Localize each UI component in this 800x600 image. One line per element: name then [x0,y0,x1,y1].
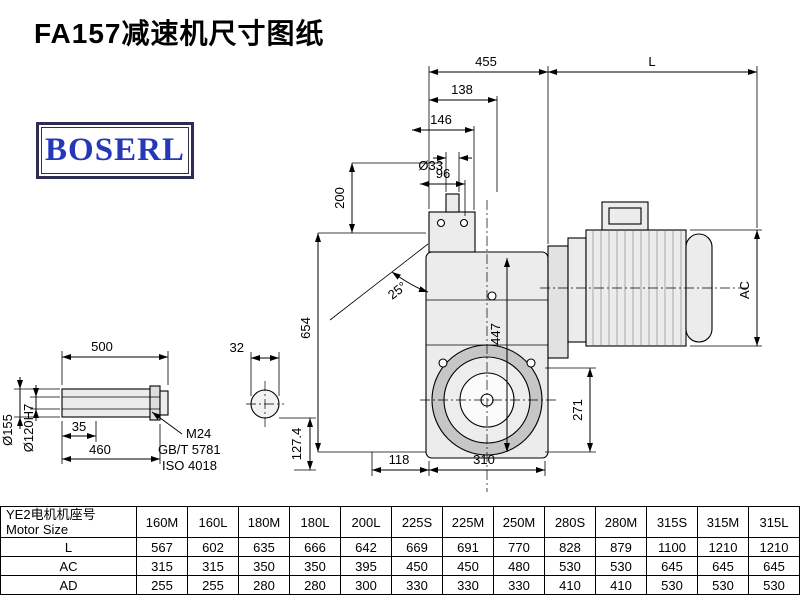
dimension-cell: 330 [442,575,494,595]
motor-size-column-header: 225S [391,506,443,538]
dimension-cell: 315 [136,556,188,576]
dim-35-label: 35 [72,419,86,434]
thread-iso-label: ISO 4018 [162,458,217,473]
dimension-cell: 330 [391,575,443,595]
motor-size-column-header: 280M [595,506,647,538]
dimension-cell: 530 [748,575,800,595]
dim-455-label: 455 [475,54,497,69]
dim-146-label: 146 [430,112,452,127]
dim-d120-label: Ø120H7 [21,404,36,452]
boserl-logo: BOSERL [36,122,194,179]
dim-AC-label: AC [737,281,752,299]
dimension-cell: 530 [697,575,749,595]
dimension-cell: 770 [493,537,545,557]
motor-size-column-header: 315S [646,506,698,538]
dimension-cell: 530 [646,575,698,595]
motor-size-column-header: 315M [697,506,749,538]
dimension-cell: 669 [391,537,443,557]
dimension-cell: 255 [136,575,188,595]
dimension-cell: 1210 [697,537,749,557]
row-label: AC [0,556,137,576]
motor-view [540,201,750,359]
dim-L-label: L [648,54,655,69]
dim-118-label: 118 [389,452,410,467]
dimension-cell: 330 [493,575,545,595]
dim-654-label: 654 [298,317,313,339]
dimension-cell: 1100 [646,537,698,557]
dim-310-label: 310 [473,452,495,467]
motor-size-header: YE2电机机座号 Motor Size [0,506,137,538]
dim-460-label: 460 [89,442,111,457]
dimension-lines: 455 L 138 146 Ø33 96 200 2 [0,54,762,476]
dim-200-label: 200 [332,187,347,209]
dimension-cell: 450 [391,556,443,576]
header-en: Motor Size [6,522,69,537]
dimension-cell: 395 [340,556,392,576]
dimension-cell: 642 [340,537,392,557]
output-shaft-view [61,385,169,421]
dimension-cell: 666 [289,537,341,557]
page-title: FA157减速机尺寸图纸 [34,18,325,49]
dimension-cell: 350 [238,556,290,576]
dimension-cell: 645 [646,556,698,576]
dim-138-label: 138 [451,82,473,97]
motor-size-column-header: 250M [493,506,545,538]
dim-447-label: 447 [488,323,503,345]
dim-96-label: 96 [436,166,450,181]
dimension-cell: 480 [493,556,545,576]
row-label: AD [0,575,137,595]
dimension-cell: 567 [136,537,188,557]
dimension-cell: 450 [442,556,494,576]
dimension-cell: 635 [238,537,290,557]
dimension-cell: 300 [340,575,392,595]
dim-271-label: 271 [570,399,585,421]
dimension-cell: 645 [748,556,800,576]
row-label: L [0,537,137,557]
technical-drawing: 455 L 138 146 Ø33 96 200 2 [0,54,762,492]
motor-size-column-header: 315L [748,506,800,538]
header-cn: YE2电机机座号 [6,507,96,523]
dimension-cell: 530 [544,556,596,576]
thread-m24-label: M24 [186,426,211,441]
motor-size-column-header: 160L [187,506,239,538]
motor-size-column-header: 180M [238,506,290,538]
dimension-cell: 315 [187,556,239,576]
motor-size-column-header: 280S [544,506,596,538]
dimension-cell: 602 [187,537,239,557]
dimension-cell: 691 [442,537,494,557]
dimension-cell: 530 [595,556,647,576]
dim-d33-label: Ø33 [418,158,443,173]
dimension-cell: 410 [544,575,596,595]
dimension-cell: 828 [544,537,596,557]
dim-500-label: 500 [91,339,113,354]
dimension-cell: 645 [697,556,749,576]
dim-25deg-label: 25° [385,278,410,302]
dim-127-4-label: 127.4 [289,428,304,461]
dimension-cell: 350 [289,556,341,576]
dimension-cell: 280 [238,575,290,595]
shaft-section-view [246,381,284,427]
logo-text: BOSERL [45,132,185,168]
motor-size-column-header: 160M [136,506,188,538]
thread-gbt-label: GB/T 5781 [158,442,221,457]
motor-size-column-header: 200L [340,506,392,538]
dim-d155-label: Ø155 [0,414,15,446]
dimension-cell: 255 [187,575,239,595]
dimension-cell: 410 [595,575,647,595]
motor-size-column-header: 225M [442,506,494,538]
motor-size-column-header: 180L [289,506,341,538]
dimension-cell: 879 [595,537,647,557]
dimension-cell: 1210 [748,537,800,557]
dimension-cell: 280 [289,575,341,595]
dim-32-label: 32 [230,340,244,355]
